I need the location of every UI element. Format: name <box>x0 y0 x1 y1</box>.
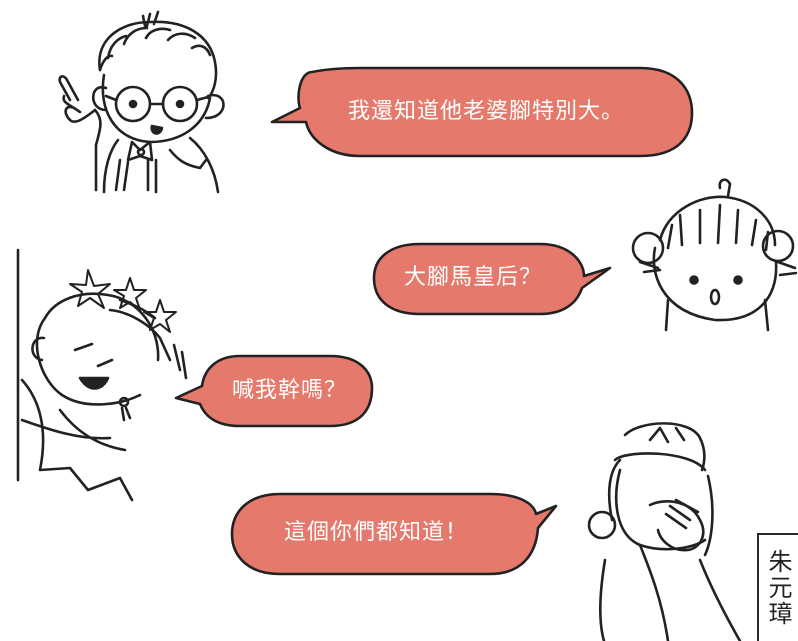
girl-with-buns-figure <box>631 178 798 332</box>
speech-bubble-2-text: 大腳馬皇后？ <box>404 265 543 290</box>
boy-with-glasses-figure <box>58 10 225 194</box>
speech-bubble-4-text: 這個你們都知道！ <box>284 520 469 545</box>
empress-figure <box>16 248 188 502</box>
speech-bubble-3 <box>174 354 374 428</box>
speech-bubble-4 <box>230 492 558 576</box>
speech-bubble-1 <box>270 66 694 158</box>
speech-bubble-2 <box>372 242 612 316</box>
character-name: 朱元璋 <box>764 549 792 627</box>
zhu-yuanzhang-figure <box>587 422 742 641</box>
speech-bubble-1-text: 我還知道他老婆腳特別大。 <box>348 99 625 124</box>
character-name-tag: 朱元璋 <box>757 533 798 641</box>
speech-bubble-3-text: 喊我幹嗎？ <box>232 378 348 403</box>
